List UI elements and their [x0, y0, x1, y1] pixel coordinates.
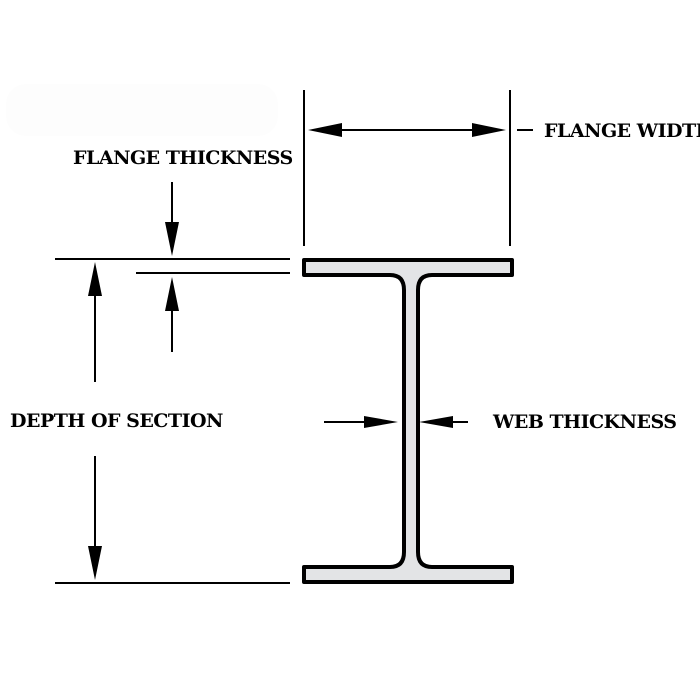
- depth-arrow-down-icon: [88, 546, 102, 580]
- depth-of-section-dimension: DEPTH OF SECTION: [10, 258, 290, 584]
- flange-width-arrow-left-icon: [308, 123, 342, 137]
- flange-width-arrow-right-icon: [472, 123, 506, 137]
- flange-thickness-dimension: FLANGE THICKNESS: [73, 147, 293, 352]
- flange-thickness-label: FLANGE THICKNESS: [73, 147, 293, 169]
- web-thickness-arrow-right-icon: [364, 416, 398, 428]
- depth-arrow-up-icon: [88, 262, 102, 296]
- flange-width-dimension: FLANGE WIDTH: [303, 90, 700, 246]
- depth-of-section-label: DEPTH OF SECTION: [10, 410, 223, 432]
- flange-width-label: FLANGE WIDTH: [544, 120, 700, 142]
- background-smudge: [6, 84, 278, 136]
- web-thickness-dimension: WEB THICKNESS: [324, 411, 677, 433]
- i-beam-cross-section: [302, 258, 514, 584]
- web-thickness-arrow-left-icon: [419, 416, 453, 428]
- flange-thickness-arrow-up-icon: [165, 277, 179, 311]
- web-thickness-label: WEB THICKNESS: [492, 411, 676, 433]
- flange-thickness-arrow-down-icon: [165, 222, 179, 256]
